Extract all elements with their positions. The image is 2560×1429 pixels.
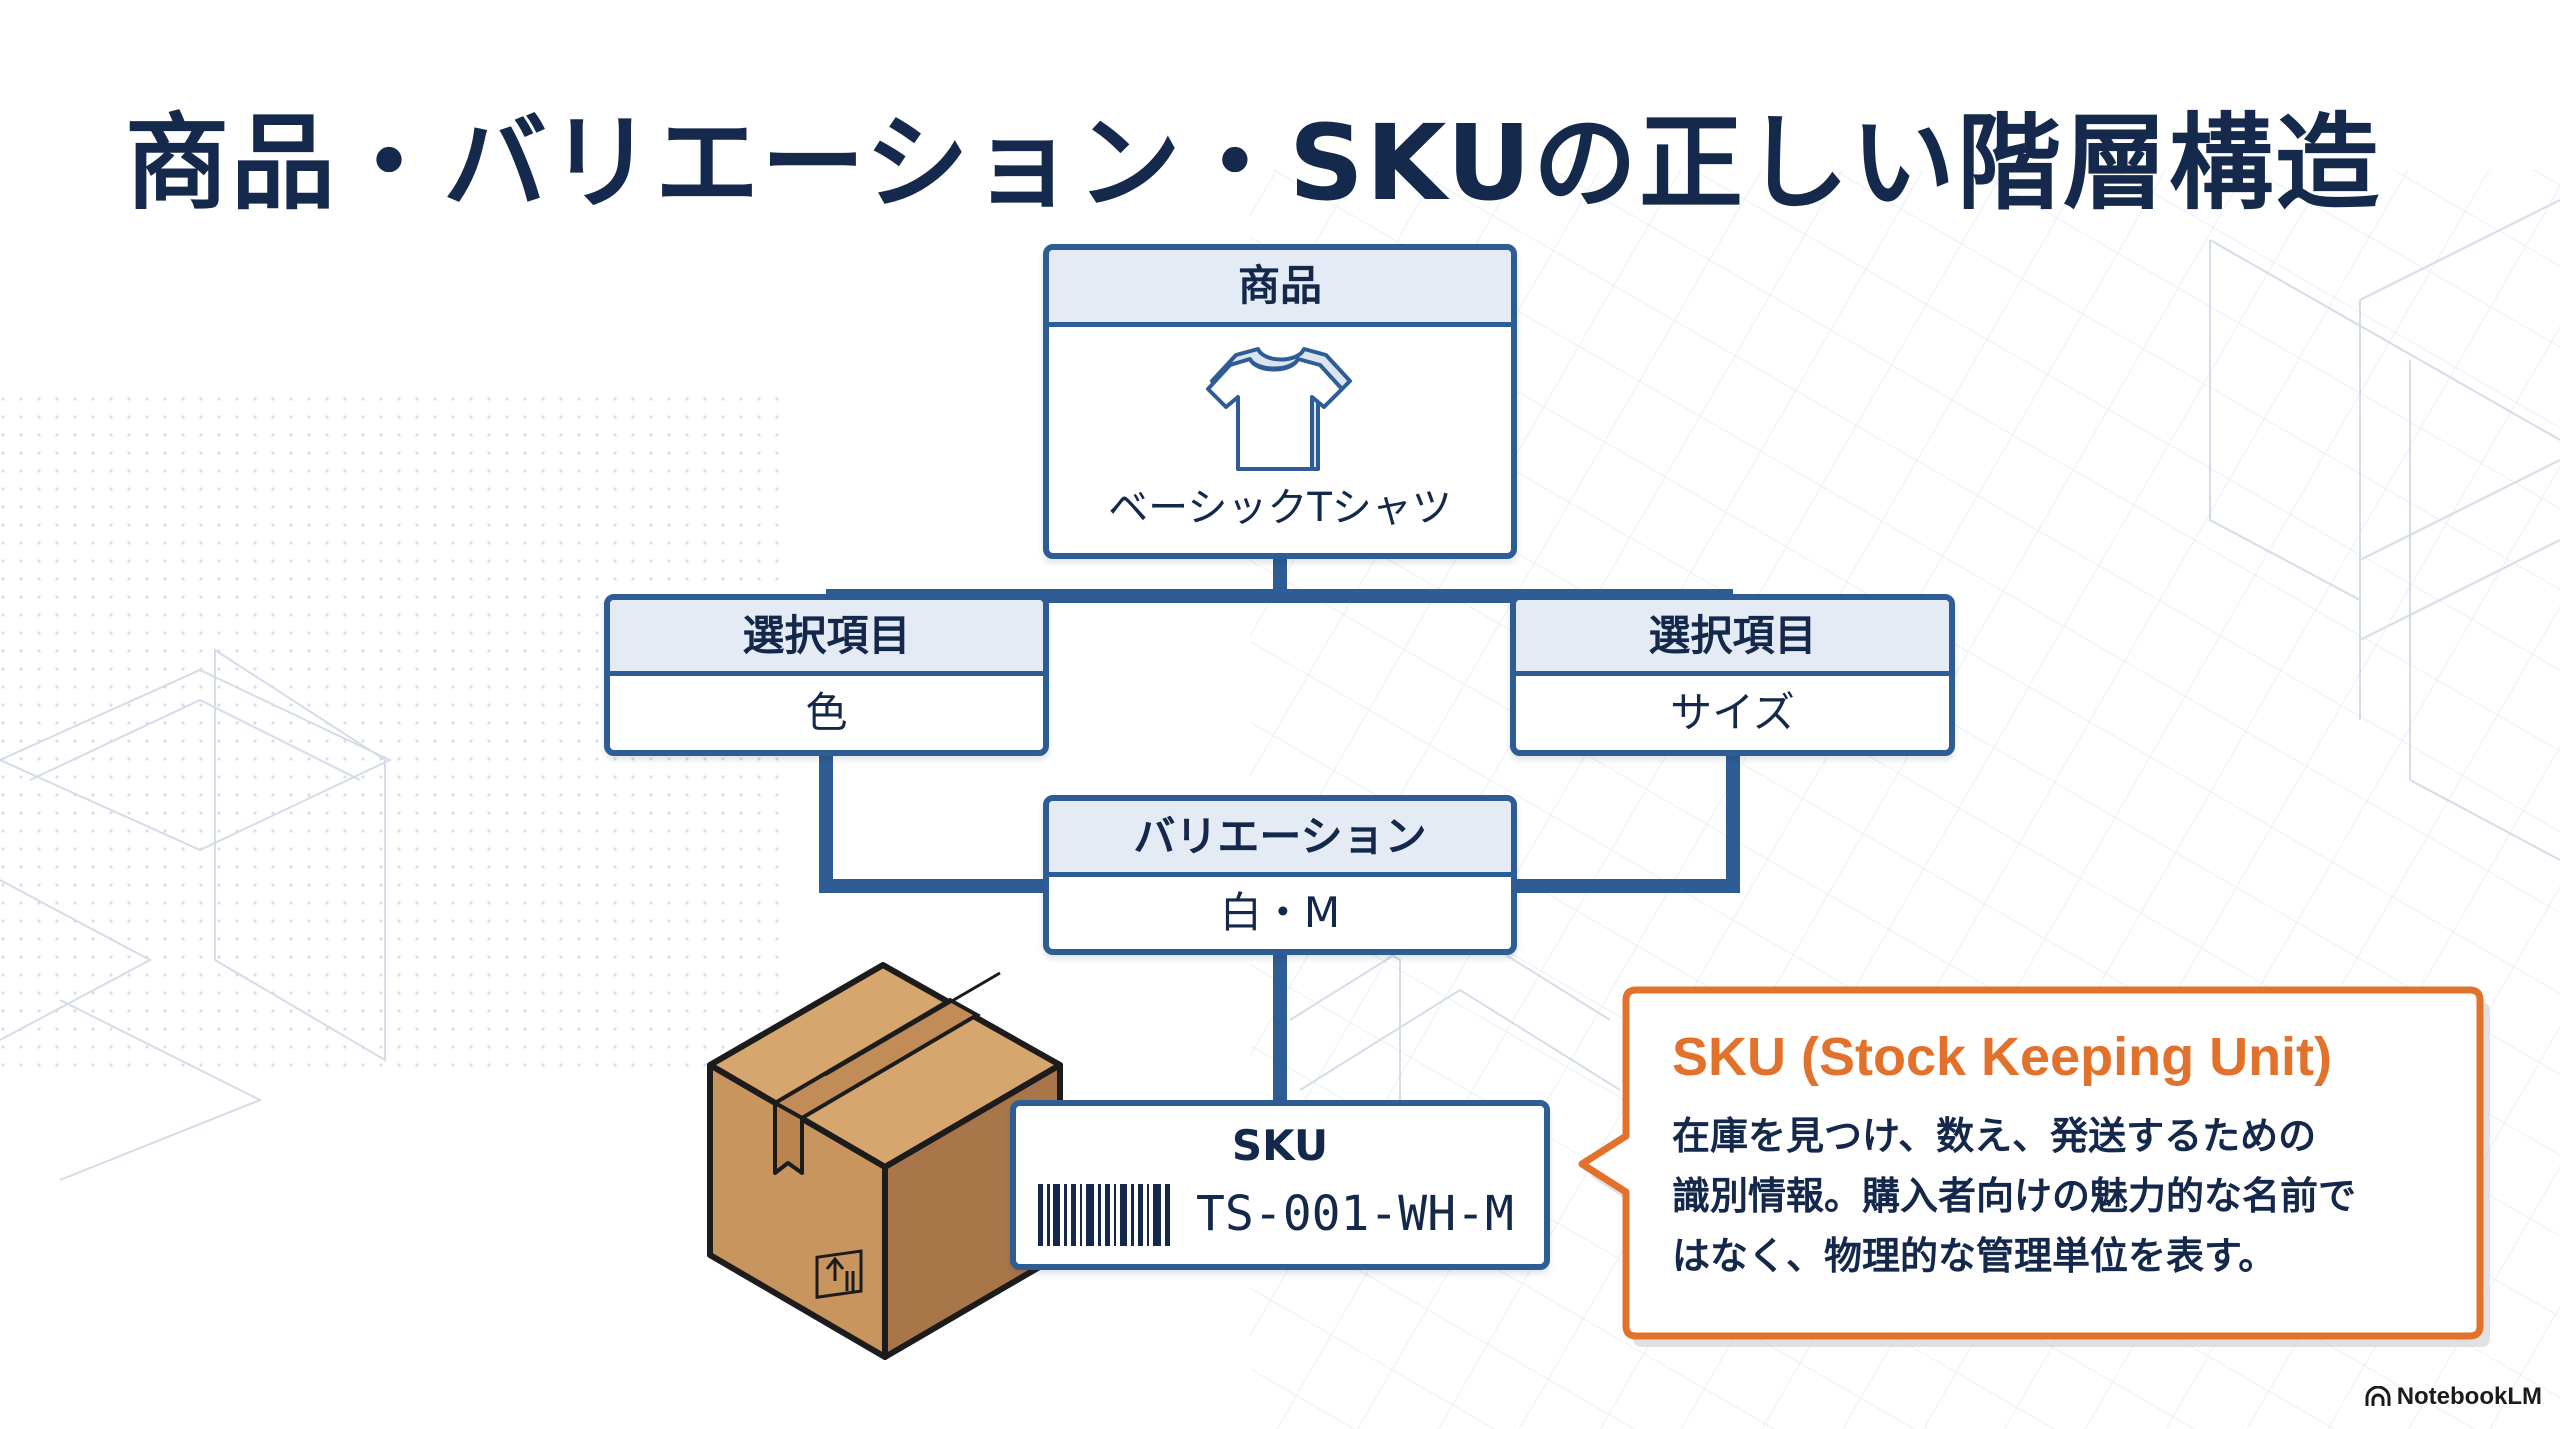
option-header: 選択項目 (1516, 600, 1949, 676)
brand-watermark: NotebookLM (2365, 1383, 2542, 1411)
sku-header: SKU (1016, 1106, 1544, 1178)
variation-value: 白・M (1219, 888, 1341, 937)
option-value: サイズ (1670, 688, 1795, 737)
page-title: 商品・バリエーション・SKUの正しい階層構造 (125, 102, 2382, 224)
product-header: 商品 (1049, 250, 1511, 327)
tshirt-icon (1206, 347, 1352, 471)
option-node-size: 選択項目 サイズ (1510, 594, 1955, 756)
callout-content: SKU (Stock Keeping Unit) 在庫を見つけ、数え、発送するた… (1672, 1026, 2452, 1286)
variation-header: バリエーション (1049, 801, 1511, 877)
callout-line: 在庫を見つけ、数え、発送するための (1672, 1114, 2317, 1158)
callout-title: SKU (Stock Keeping Unit) (1672, 1027, 2333, 1087)
option-value: 色 (805, 688, 848, 737)
variation-node: バリエーション 白・M (1043, 795, 1517, 955)
callout-line: 識別情報。購入者向けの魅力的な名前で (1672, 1174, 2357, 1218)
brand-name: NotebookLM (2396, 1383, 2542, 1410)
callout-bubble (1578, 986, 2490, 1347)
sku-body: TS-001-WH-M (1016, 1178, 1544, 1264)
product-name: ベーシックTシャツ (1108, 485, 1452, 531)
sku-code: TS-001-WH-M (1196, 1186, 1514, 1242)
connector-size-to-variation (1512, 752, 1740, 893)
product-body: ベーシックTシャツ (1049, 327, 1511, 553)
callout-line: はなく、物理的な管理単位を表す。 (1672, 1234, 2277, 1278)
connector-color-to-variation (819, 752, 1048, 893)
sku-node: SKU TS-001-WH-M (1010, 1100, 1550, 1270)
barcode-icon (1038, 1184, 1170, 1246)
option-node-color: 選択項目 色 (604, 594, 1049, 756)
notebooklm-logo-icon (2365, 1386, 2391, 1406)
option-header: 選択項目 (610, 600, 1043, 676)
callout-body: 在庫を見つけ、数え、発送するための 識別情報。購入者向けの魅力的な名前で はなく… (1672, 1106, 2452, 1286)
product-node: 商品 ベーシックTシャツ (1043, 244, 1517, 559)
